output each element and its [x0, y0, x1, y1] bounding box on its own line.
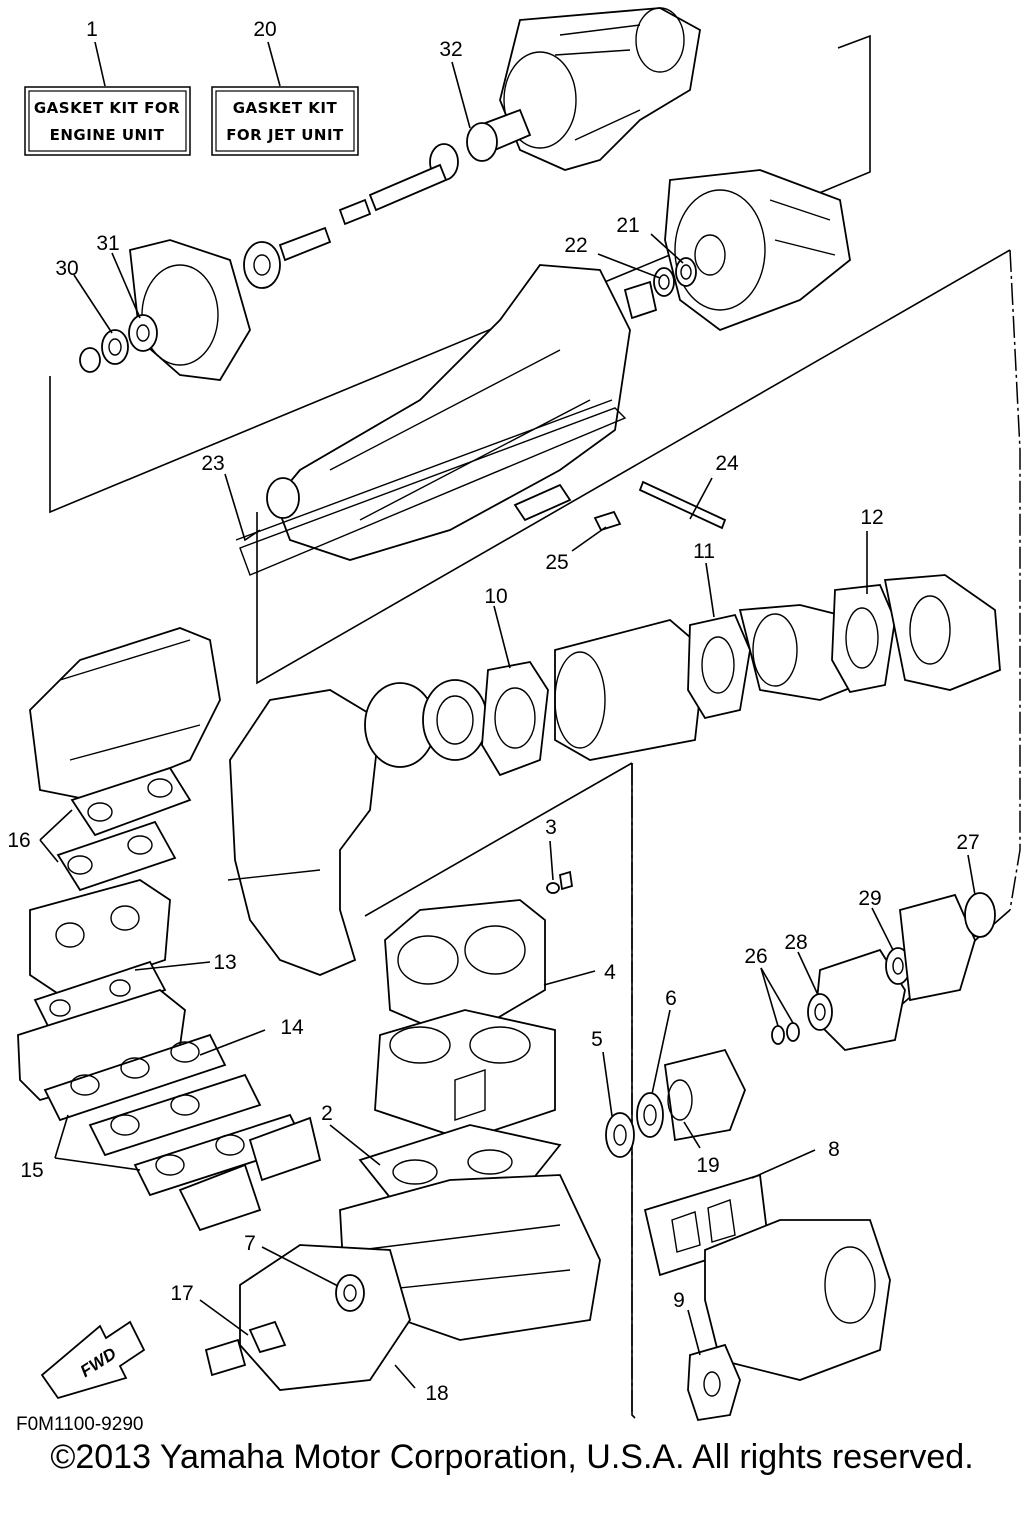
stator-cover-7-17-18: [204, 1244, 411, 1391]
callout-16: 16: [7, 829, 30, 852]
cylinder-head-cover: [384, 899, 546, 1042]
gasket-14: [43, 1033, 227, 1122]
gasket-kit-engine-line2: ENGINE UNIT: [50, 126, 165, 144]
gasket-11: [687, 613, 751, 720]
callout-19: 19: [696, 1154, 719, 1177]
intake-duct: [266, 264, 631, 561]
exhaust-outlet: [883, 574, 1001, 691]
gasket-12: [831, 584, 896, 694]
cylinder: [374, 1009, 556, 1141]
fwd-arrow-icon: FWD: [40, 1320, 146, 1400]
duct-gasket-23: [235, 399, 627, 576]
diagram-code: F0M1100-9290: [16, 1414, 143, 1435]
callout-10: 10: [484, 585, 507, 608]
strip-24: [638, 480, 727, 530]
callout-17: 17: [170, 1282, 193, 1305]
callout-15: 15: [20, 1159, 43, 1182]
gasket-kit-engine-box: GASKET KIT FOR ENGINE UNIT: [24, 86, 191, 156]
callout-30: 30: [55, 257, 78, 280]
callout-6: 6: [665, 987, 677, 1010]
callout-25: 25: [545, 551, 568, 574]
callout-7: 7: [244, 1232, 256, 1255]
bearing-housing-27-28-29: [807, 892, 996, 1051]
jet-pump-housing: [499, 7, 701, 171]
callout-23: 23: [201, 452, 224, 475]
o-rings-26: [771, 1022, 800, 1045]
callout-labels: 1 20 32 21 22 31 30 23 24 25 12 11 10 3 …: [7, 18, 979, 1405]
intake-housing-30-31: [79, 239, 281, 381]
drive-shaft: [278, 143, 459, 262]
callout-11: 11: [693, 540, 715, 563]
gasket-kit-jet-line2: FOR JET UNIT: [226, 126, 344, 144]
callout-5: 5: [591, 1028, 603, 1051]
callout-20: 20: [253, 18, 276, 41]
callout-1: 1: [86, 18, 98, 41]
exhaust-elbow: [227, 679, 488, 976]
nozzle-seal-32: [466, 108, 532, 162]
callout-27: 27: [956, 831, 979, 854]
callout-26: 26: [744, 945, 767, 968]
gasket-kit-jet-box: GASKET KIT FOR JET UNIT: [211, 86, 359, 156]
group-boundary-lines: [49, 34, 1021, 1419]
muffler: [554, 619, 706, 761]
leader-lines: [39, 41, 976, 1389]
callout-28: 28: [784, 931, 807, 954]
seal-5: [605, 1112, 635, 1158]
callout-32: 32: [439, 38, 462, 61]
callout-21: 21: [616, 214, 639, 237]
callout-13: 13: [213, 951, 236, 974]
gasket-9: [687, 1343, 741, 1422]
coupler-19: [664, 1048, 746, 1142]
exhaust-manifold: [704, 1219, 891, 1381]
callout-2: 2: [321, 1102, 333, 1125]
callout-18: 18: [425, 1382, 448, 1405]
gasket-10: [481, 661, 549, 777]
reed-valves: [178, 1116, 322, 1232]
callout-9: 9: [673, 1289, 685, 1312]
callout-29: 29: [858, 887, 881, 910]
callout-4: 4: [604, 961, 616, 984]
bolt-3: [546, 870, 574, 894]
seal-6: [636, 1092, 664, 1138]
callout-14: 14: [280, 1016, 304, 1039]
callout-3: 3: [545, 816, 557, 839]
bearings-21-22: [623, 257, 697, 320]
gasket-kit-engine-line1: GASKET KIT FOR: [34, 99, 180, 117]
callout-8: 8: [828, 1138, 840, 1161]
gasket-13: [33, 960, 167, 1032]
callout-31: 31: [96, 232, 119, 255]
air-silencer: [29, 627, 221, 801]
gaskets-16: [56, 766, 192, 892]
copyright-notice: ©2013 Yamaha Motor Corporation, U.S.A. A…: [50, 1438, 973, 1476]
block-25: [513, 483, 622, 532]
callout-12: 12: [860, 506, 883, 529]
callout-22: 22: [564, 234, 587, 257]
impeller-housing-21-22: [664, 169, 851, 332]
gasket-kit-jet-line1: GASKET KIT: [233, 99, 338, 117]
callout-24: 24: [715, 452, 739, 475]
